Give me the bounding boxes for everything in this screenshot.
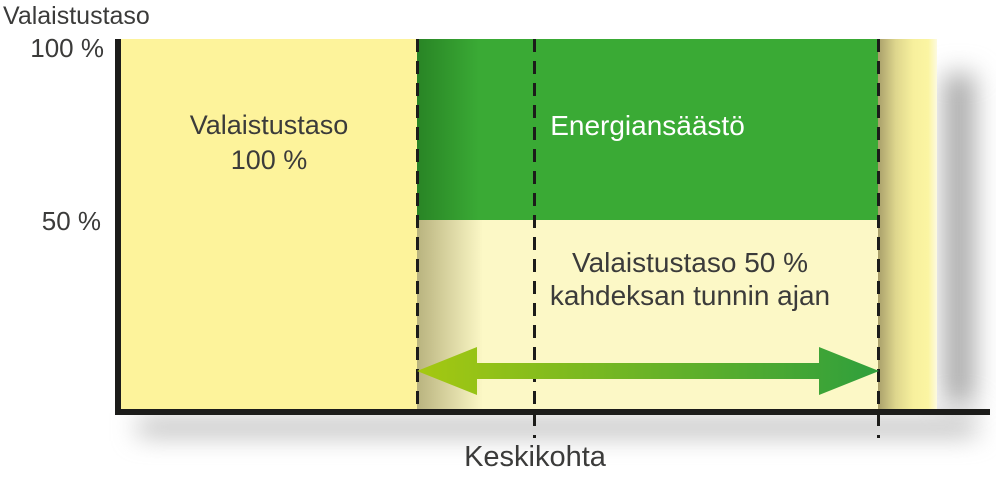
drop-shadow-right: [944, 74, 974, 404]
label-energy-saving: Energiansäästö: [550, 110, 745, 141]
region-full-light-right: [878, 39, 937, 409]
label-full-light: Valaistustaso 100 %: [121, 108, 417, 178]
label-full-light-line2: 100 %: [230, 145, 308, 175]
dashed-line-dimming-start: [416, 39, 419, 411]
y-tick-100: 100 %: [30, 33, 104, 63]
double-headed-arrow-icon: [417, 347, 879, 395]
region-full-light-left: [121, 39, 417, 409]
label-full-light-line1: Valaistustaso: [189, 110, 349, 140]
label-center-point: Keskikohta: [464, 441, 606, 473]
y-tick-50: 50 %: [41, 206, 101, 236]
label-dimmed-50-line1: Valaistustaso 50 %: [571, 247, 809, 278]
dashed-line-center: [533, 39, 536, 438]
chart-title: Valaistustaso: [3, 2, 150, 30]
label-dimmed-50: Valaistustaso 50 % kahdeksan tunnin ajan: [500, 246, 880, 312]
label-dimmed-50-line2: kahdeksan tunnin ajan: [549, 280, 831, 311]
x-axis-line: [115, 409, 990, 415]
duration-arrow: [415, 344, 881, 403]
dashed-line-dimming-end: [877, 39, 880, 438]
drop-shadow-bottom: [138, 420, 976, 434]
region-energy-saving: [417, 39, 878, 220]
y-axis-line: [115, 39, 121, 415]
